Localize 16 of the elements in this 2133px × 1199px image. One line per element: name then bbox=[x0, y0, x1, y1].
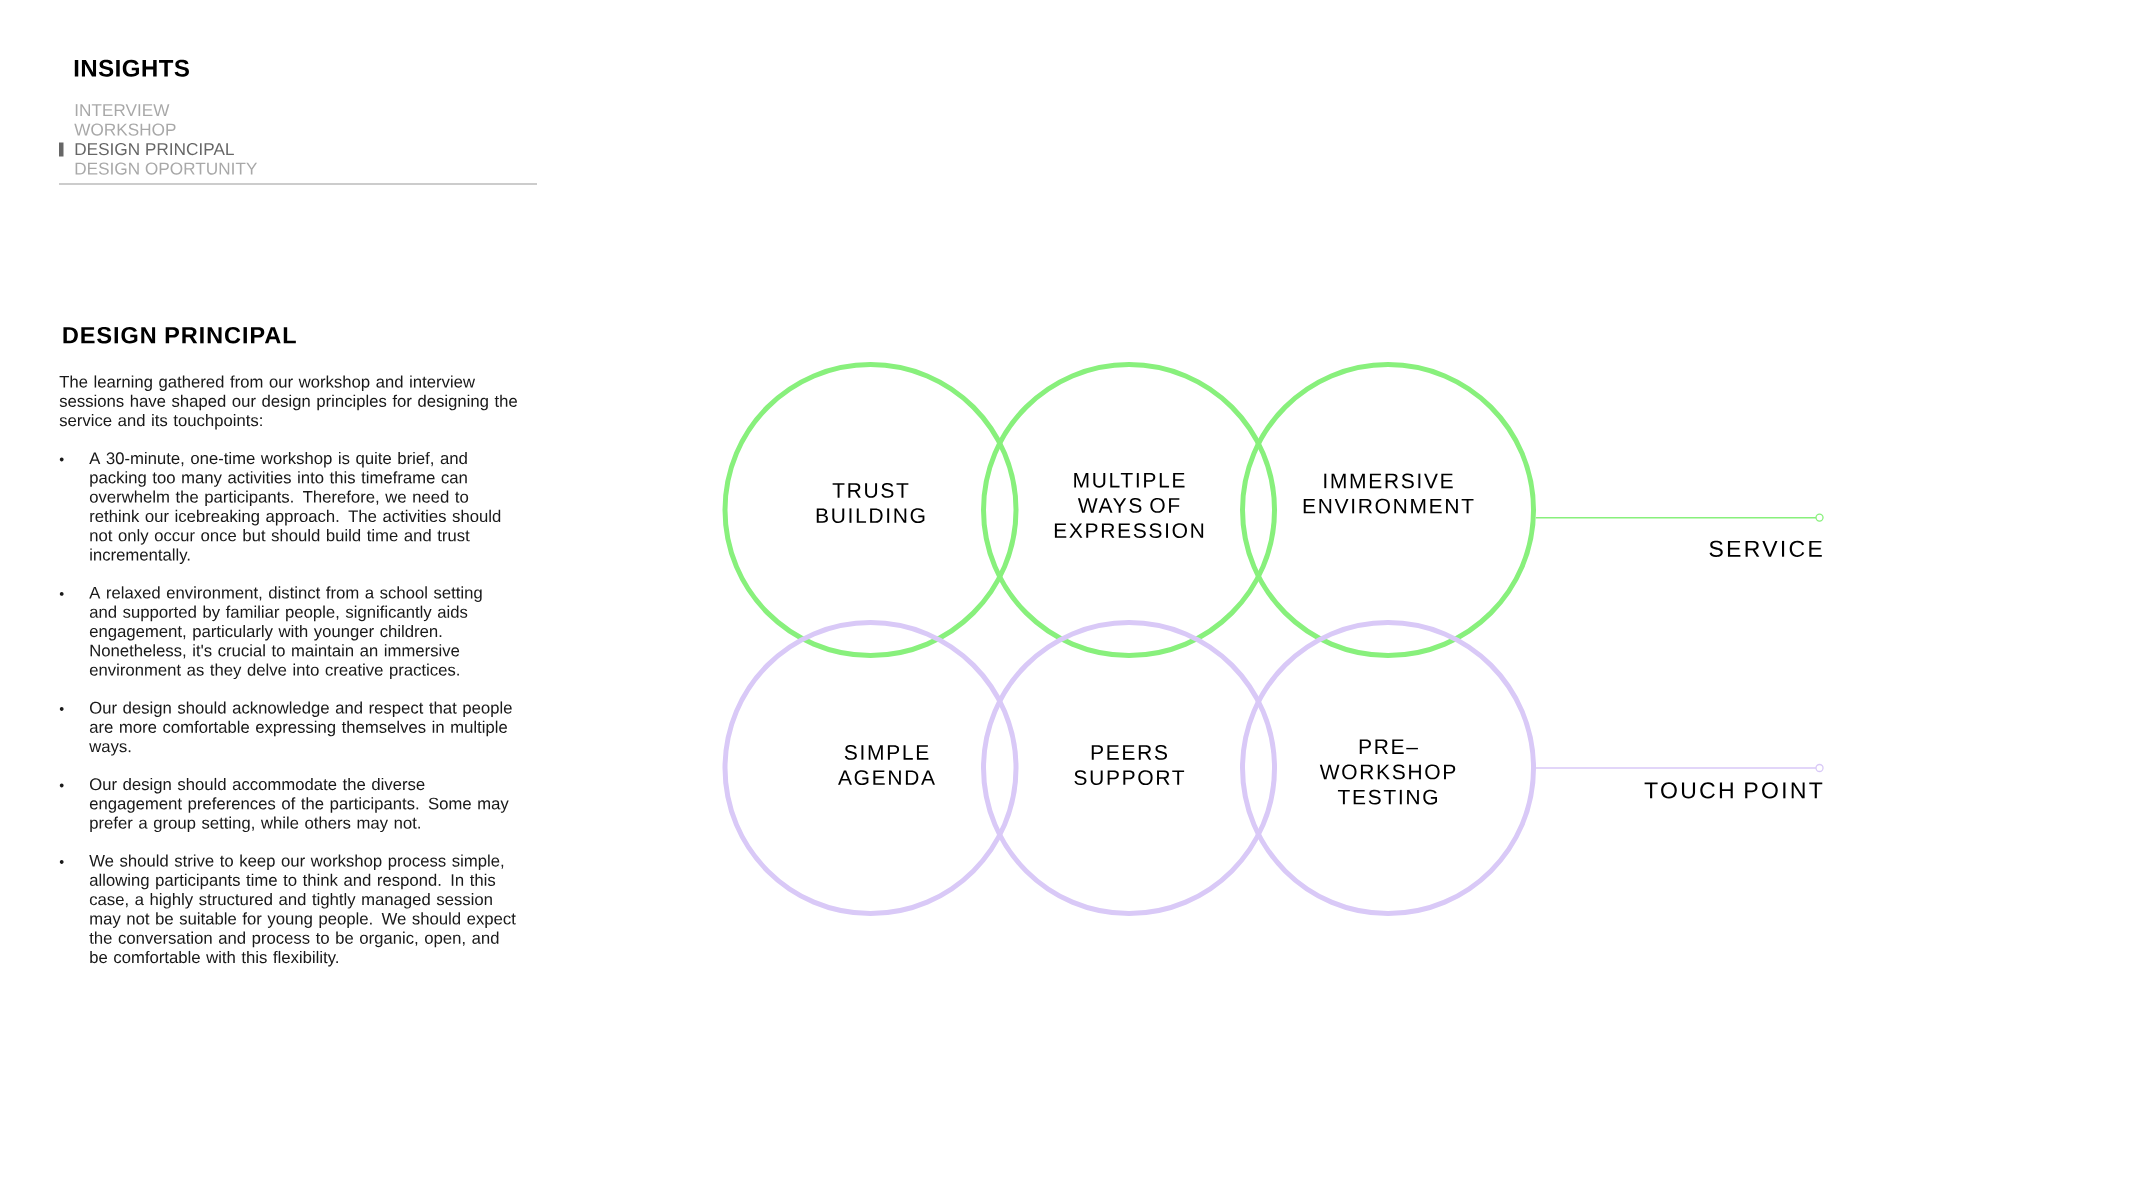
list-item: We should strive to keep our workshop process simple, allowing participants time to think and respond. In this case, a highly structured and tightly managed session may not be suitable for young people. We should expect the conversation and process to be organic, open, and be comfortable with this flexibility. bbox=[89, 854, 516, 967]
list-item: A 30-minute, one-time workshop is quite brief, and packing too many activities into this timeframe can overwhelm the participants. Therefore, we need to rethink our icebreaking approach. The activities should not only occur once but should build time and trust incrementally. bbox=[89, 451, 501, 564]
menu-item: WORKSHOP bbox=[74, 123, 176, 136]
list-item: A relaxed environment, distinct from a school setting and supported by familiar people, significantly aids engagement, particularly with younger children. Nonetheless, it's crucial to maintain an immersive environment as they delve into creative practices. bbox=[89, 586, 482, 680]
paragraph: The learning gathered from our workshop and interview sessions have shaped our design principles for designing the service and its touchpoints: bbox=[59, 375, 517, 430]
leader-line bbox=[1535, 767, 1817, 769]
row-label: SERVICE bbox=[1709, 540, 1822, 557]
list-item: Our design should accommodate the diverse engagement preferences of the participants. Some may prefer a group setting, while others may not. bbox=[89, 777, 509, 833]
menu-item: DESIGN PRINCIPAL bbox=[75, 143, 234, 156]
row-label: TOUCH POINT bbox=[1644, 782, 1823, 799]
menu-item: INTERVIEW bbox=[75, 104, 170, 116]
menu-item: DESIGN OPORTUNITY bbox=[75, 162, 257, 175]
section-heading: DESIGN PRINCIPAL bbox=[63, 326, 296, 344]
list-item: Our design should acknowledge and respect that people are more comfortable expressing themselves in multiple ways. bbox=[89, 701, 512, 756]
leader-line bbox=[1535, 517, 1817, 519]
page-title: INSIGHTS bbox=[74, 59, 189, 77]
